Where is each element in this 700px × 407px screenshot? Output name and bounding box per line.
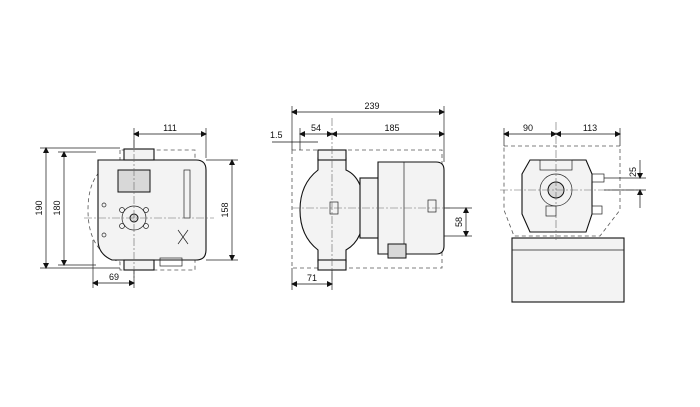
side-view: 239 1.5 54 185 58 71 <box>270 101 472 290</box>
dim-end-right-label: 113 <box>583 123 597 133</box>
front-button-3 <box>119 223 125 229</box>
dim-side-motor-label: 185 <box>384 123 399 133</box>
end-motor-box <box>511 237 625 303</box>
end-nut-2 <box>591 205 603 215</box>
dim-side-overall-label: 239 <box>364 101 379 111</box>
dim-front-158-label: 158 <box>220 202 230 217</box>
front-housing-outline <box>87 149 196 271</box>
front-x-mark <box>177 229 189 245</box>
dim-end-25-label: 25 <box>628 167 638 177</box>
front-screw-2 <box>101 232 107 238</box>
side-plug <box>387 243 407 259</box>
dim-front-bottom-label: 69 <box>109 272 119 282</box>
front-bottom-flange <box>123 259 155 271</box>
dim-front-top-label: 111 <box>163 123 177 133</box>
front-button-2 <box>143 207 149 213</box>
front-screw-1 <box>101 202 107 208</box>
front-button-4 <box>143 223 149 229</box>
dim-front-180-label: 180 <box>52 200 62 215</box>
end-view: 90 113 25 <box>500 122 646 303</box>
side-connector <box>427 199 437 213</box>
dim-front-190-label: 190 <box>34 200 44 215</box>
dim-side-flange-label: 54 <box>311 123 321 133</box>
front-top-flange <box>123 148 155 161</box>
dim-end-left-label: 90 <box>523 123 533 133</box>
front-button-1 <box>119 207 125 213</box>
side-envelope <box>291 149 443 269</box>
front-foot <box>159 257 183 267</box>
dim-side-offset-label: 1.5 <box>270 130 283 140</box>
end-nut-1 <box>591 173 605 183</box>
dim-side-bottom-label: 71 <box>307 273 317 283</box>
dim-side-58-label: 58 <box>454 217 464 227</box>
front-view: 111 190 180 158 69 <box>34 123 238 288</box>
